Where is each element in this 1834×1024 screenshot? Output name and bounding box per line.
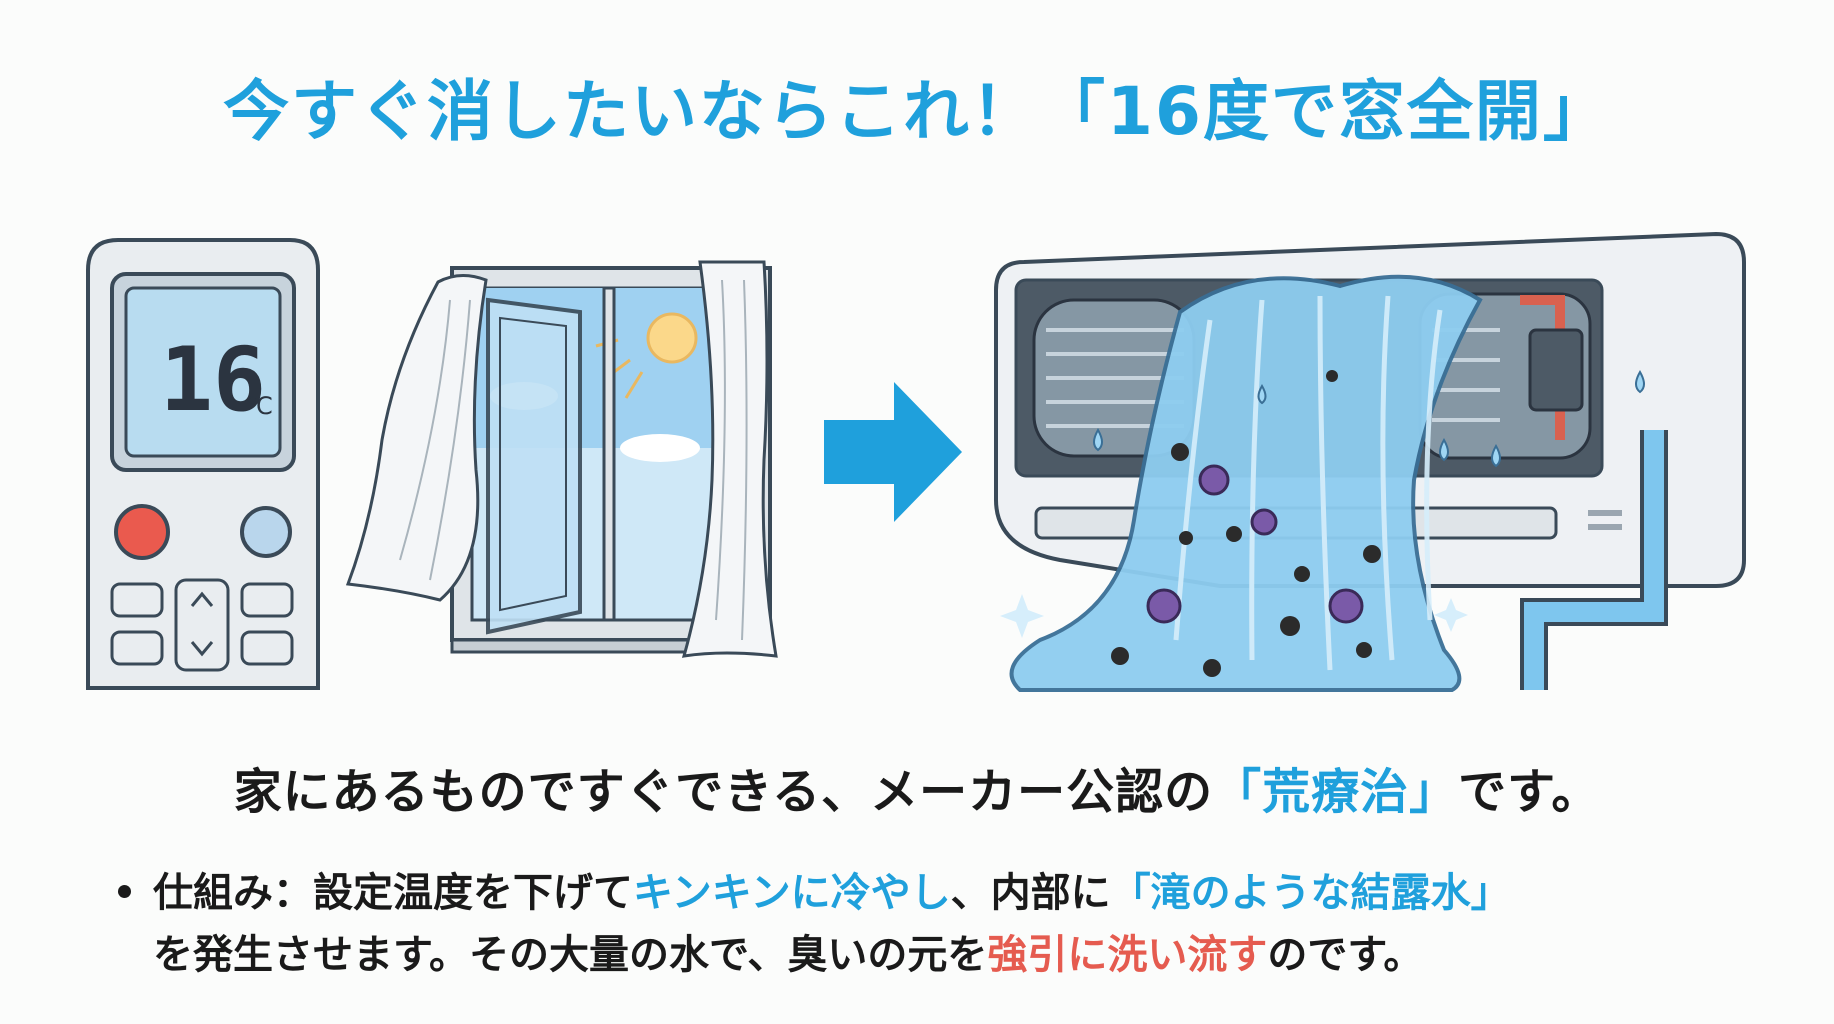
bullet-text: のです。	[1267, 932, 1424, 978]
bullet-text: 仕組み：設定温度を下げて	[153, 870, 633, 916]
remote-display-value: 16	[160, 328, 266, 431]
bullet-line-2: を発生させます。その大量の水で、臭いの元を強引に洗い流すのです。	[118, 924, 1738, 986]
illustration: 16 ℃	[86, 231, 1746, 692]
bullet-text: を発生させます。その大量の水で、臭いの元を	[153, 932, 988, 978]
bullet-dot-icon	[118, 884, 131, 898]
remote-display-unit: ℃	[246, 392, 273, 420]
subtitle-ending: です。	[1458, 764, 1601, 820]
bullet-point: 仕組み：設定温度を下げてキンキンに冷やし、内部に「滝のような結露水」 を発生させ…	[118, 862, 1738, 986]
subtitle-highlight: 「荒療治」	[1213, 764, 1459, 820]
mode-button	[240, 506, 292, 558]
bullet-highlight-wash: 強引に洗い流す	[987, 932, 1268, 978]
bullet-line-1: 仕組み：設定温度を下げてキンキンに冷やし、内部に「滝のような結露水」	[118, 862, 1738, 924]
remote-control-icon: 16 ℃	[86, 238, 320, 690]
air-conditioner-icon	[994, 231, 1746, 692]
bullet-highlight-condensation: 「滝のような結露水」	[1110, 870, 1511, 916]
subtitle: 家にあるものですぐできる、メーカー公認の「荒療治」です。	[0, 752, 1834, 822]
bullet-text: 、内部に	[950, 870, 1111, 916]
right-arrow-icon	[824, 382, 962, 522]
subtitle-text: 家にあるものですぐできる、メーカー公認の	[233, 764, 1214, 820]
bullet-highlight-cool: キンキンに冷やし	[633, 870, 951, 916]
open-window-icon	[345, 260, 778, 658]
power-button	[114, 504, 170, 560]
page-title: 今すぐ消したいならこれ！「16度で窓全開」	[223, 73, 1611, 150]
